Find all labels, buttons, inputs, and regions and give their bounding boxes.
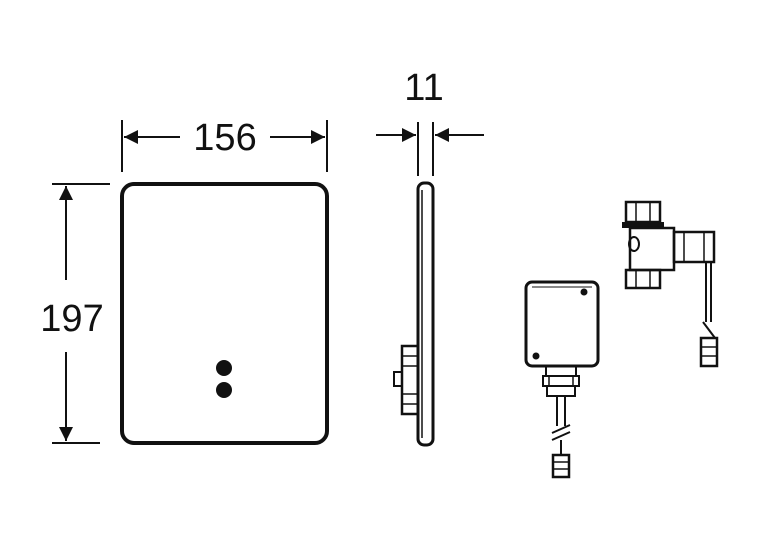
box-screw-bottom — [532, 352, 540, 360]
front-plate — [120, 182, 329, 445]
front-plate-outline — [120, 182, 329, 445]
width-dimension-label: 156 — [193, 117, 256, 159]
electronics-box — [524, 280, 600, 479]
valve-top-collar — [622, 222, 664, 228]
height-dimension: 197 — [40, 183, 110, 444]
side-mount-knob — [393, 371, 403, 387]
depth-dimension: 11 — [376, 67, 484, 176]
valve-top-nut — [624, 200, 662, 224]
box-cable-plug — [551, 453, 571, 479]
depth-dimension-label: 11 — [404, 67, 443, 109]
sensor-dot-top — [216, 360, 232, 376]
box-screw-top — [580, 288, 588, 296]
solenoid-valve — [622, 200, 719, 368]
sensor-dot-bottom — [216, 382, 232, 398]
sensor-window — [216, 360, 232, 398]
valve-side-port — [628, 236, 640, 252]
cable-break-2 — [551, 431, 571, 441]
width-dimension: 156 — [121, 117, 328, 172]
valve-cable-plug — [699, 336, 719, 368]
box-gland-base — [546, 385, 576, 397]
valve-bottom-nut — [624, 268, 662, 290]
cable-break-1 — [551, 424, 571, 434]
height-dimension-label: 197 — [40, 298, 103, 340]
side-plate-outline — [416, 181, 435, 447]
valve-coil — [672, 230, 716, 264]
plate-side-view — [393, 181, 435, 447]
